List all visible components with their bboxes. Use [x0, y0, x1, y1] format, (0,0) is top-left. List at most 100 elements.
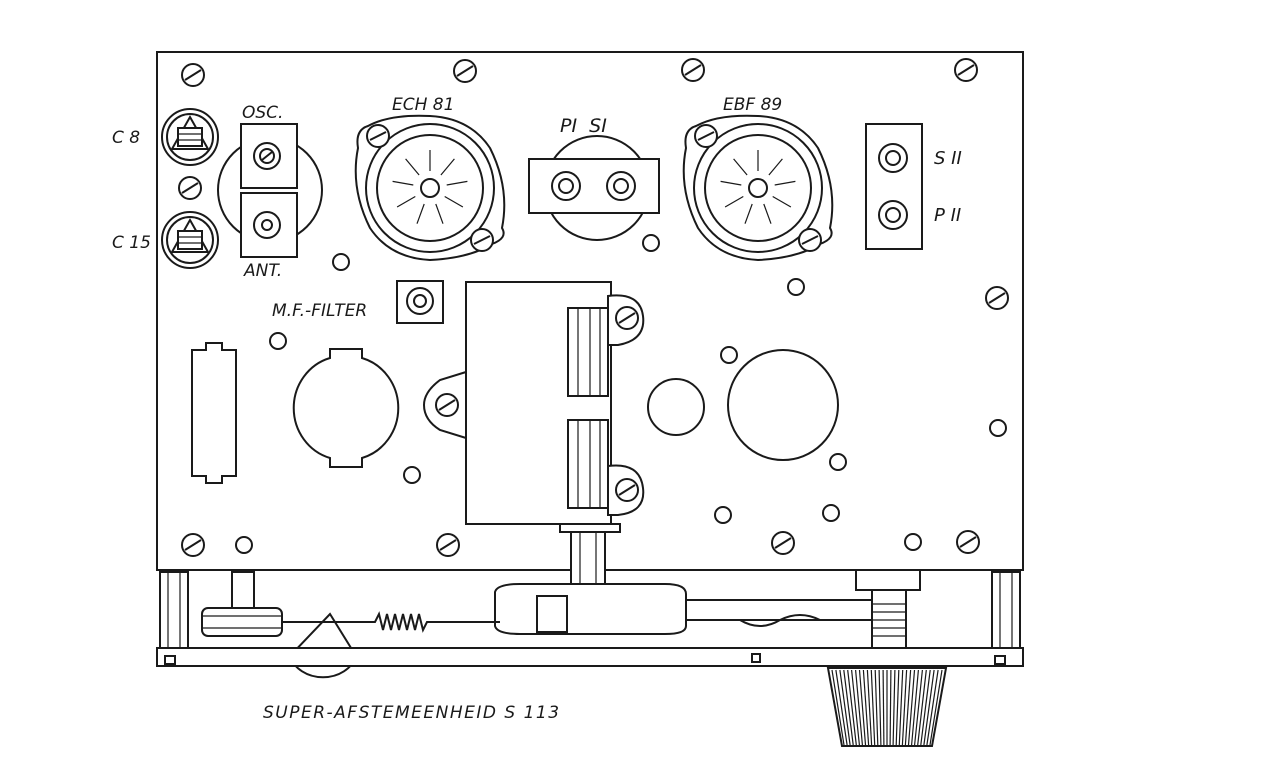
pisi-terminal-p	[551, 171, 581, 201]
knob-rib	[839, 669, 851, 746]
screw	[453, 59, 477, 83]
right-post	[991, 571, 1021, 649]
label-p2: P II	[934, 205, 961, 226]
knob-rib	[926, 669, 939, 746]
tube-socket-ebf89	[682, 114, 834, 262]
mf-filter-core-inner	[413, 294, 427, 308]
base-tab-right	[994, 655, 1006, 665]
socket-spoke	[768, 158, 783, 176]
hole	[269, 332, 287, 350]
knob-rib	[878, 669, 882, 746]
knob-rib	[847, 669, 857, 746]
knob-rib	[866, 669, 873, 746]
knob-rib	[923, 669, 935, 746]
screw-between-trimmers	[178, 176, 202, 200]
socket-spoke	[416, 203, 425, 224]
pisi-terminal-s-inner	[613, 178, 629, 194]
osc-coil-slot	[259, 148, 275, 164]
trimmer-c8	[161, 108, 219, 166]
label-osc: OSC.	[242, 103, 283, 123]
label-mf-filter: M.F.-FILTER	[272, 301, 367, 321]
knob-rib	[920, 669, 931, 746]
hole	[822, 504, 840, 522]
screw	[771, 531, 795, 555]
label-ech81: ECH 81	[392, 95, 454, 115]
knob-rib	[882, 669, 885, 746]
tuning-shaft	[570, 531, 606, 589]
tension-spring	[355, 611, 500, 633]
knob-rib	[862, 669, 870, 746]
label-ebf89: EBF 89	[723, 95, 782, 115]
base-tab-mid	[751, 653, 761, 663]
cord-pulley	[201, 607, 283, 637]
knob-shaft	[871, 589, 907, 657]
hole	[332, 253, 350, 271]
knob-rib	[895, 669, 900, 746]
hole	[235, 536, 253, 554]
caption: SUPER-AFSTEMEENHEID S 113	[263, 703, 561, 723]
label-pi-si: PI SI	[560, 115, 607, 137]
socket-spoke	[720, 180, 742, 186]
round-cutout	[292, 348, 400, 468]
screw	[681, 58, 705, 82]
socket-spoke	[435, 203, 444, 224]
knob-rib	[898, 669, 904, 746]
pisi-connector-plate	[528, 158, 660, 214]
knob-rib	[917, 669, 927, 746]
socket-spoke	[440, 158, 455, 176]
s2-p2-terminal-plate	[865, 123, 923, 250]
hole	[829, 453, 847, 471]
tuning-knob	[826, 667, 948, 747]
knob-rib	[835, 669, 848, 746]
socket-spoke	[392, 180, 414, 186]
shaft-bearing	[559, 523, 621, 533]
label-ant: ANT.	[243, 261, 282, 281]
socket-spoke	[724, 195, 744, 208]
hole	[714, 506, 732, 524]
drive-drum	[494, 583, 687, 635]
socket-spoke	[444, 195, 464, 208]
hole	[720, 346, 738, 364]
pisi-terminal-p-inner	[558, 178, 574, 194]
knob-rib	[904, 669, 912, 746]
trimmer-c15	[161, 211, 219, 269]
hole	[403, 466, 421, 484]
knob-rib	[855, 669, 863, 746]
knob-rib	[911, 669, 919, 746]
knob-rib	[831, 669, 845, 746]
large-round-hole	[727, 349, 839, 461]
tube-socket-ech81	[354, 114, 506, 262]
base-strip	[156, 647, 1024, 667]
drum-clamp	[536, 595, 568, 633]
ant-coil-center	[261, 219, 273, 231]
hole	[642, 234, 660, 252]
left-post	[159, 571, 189, 649]
pisi-terminal-s	[606, 171, 636, 201]
socket-spoke	[446, 180, 468, 186]
screw	[954, 58, 978, 82]
knob-rib	[870, 669, 876, 746]
knob-rib	[901, 669, 908, 746]
knob-rib	[914, 669, 923, 746]
knob-rib	[851, 669, 860, 746]
cord-guide	[739, 614, 821, 627]
s2-terminal-inner	[885, 150, 901, 166]
gang-top-screw-slot	[618, 312, 636, 324]
gang-section-top	[567, 307, 609, 397]
ant-coil-core	[253, 211, 281, 239]
hole	[989, 419, 1007, 437]
base-tab-left	[164, 655, 176, 665]
osc-coil-core	[253, 142, 281, 170]
knob-rib	[892, 669, 896, 746]
socket-spoke	[772, 195, 792, 208]
socket-spoke	[396, 195, 416, 208]
gang-bottom-screw-slot	[618, 484, 636, 496]
mf-filter-core	[406, 287, 434, 315]
socket-spoke	[405, 158, 420, 176]
p2-terminal-inner	[885, 207, 901, 223]
socket-spoke	[733, 158, 748, 176]
osc-coil-block	[240, 123, 298, 189]
knob-rib	[929, 669, 943, 746]
